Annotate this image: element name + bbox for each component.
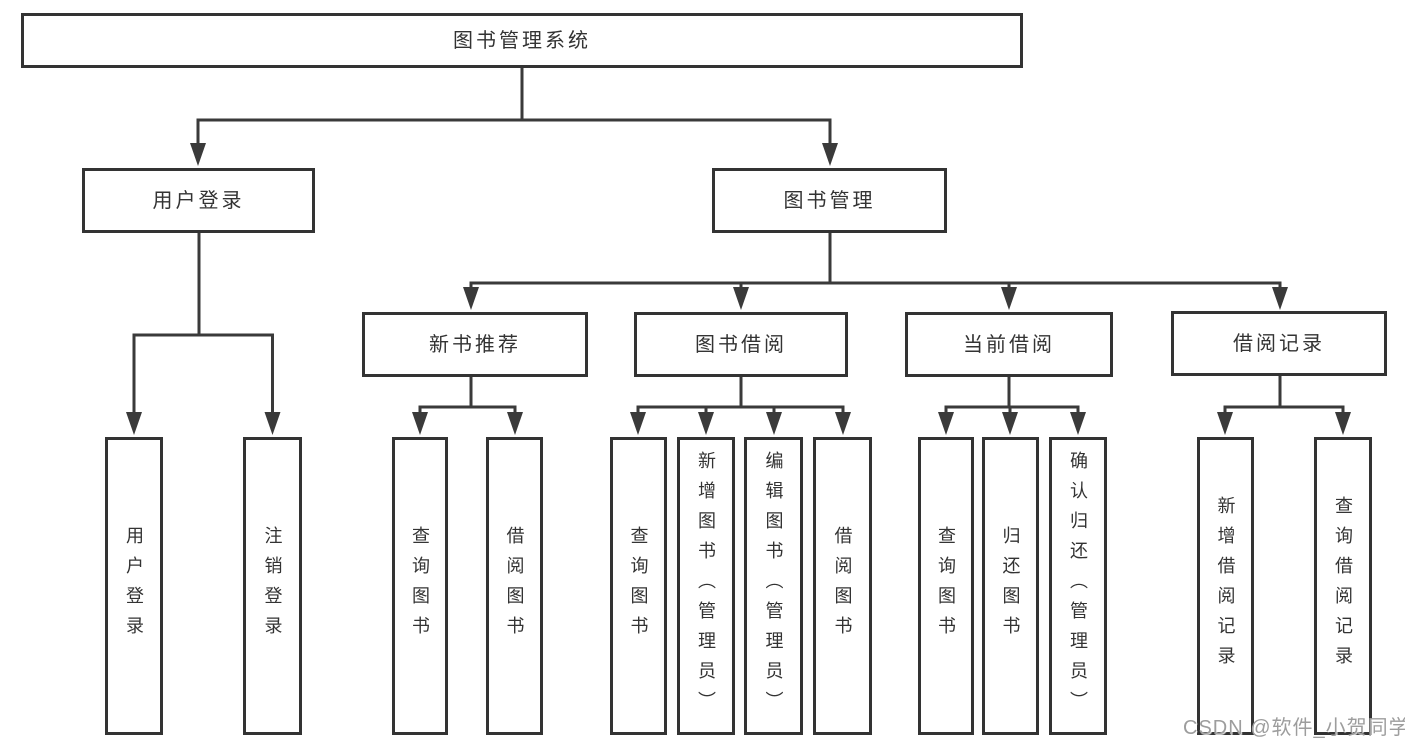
watermark: CSDN @软件_小贺同学 [1183, 717, 1405, 739]
node-label: 新增借阅记录 [1215, 496, 1236, 676]
leaf-user-login: 用户登录 [105, 437, 163, 735]
node-label: 归还图书 [1000, 526, 1021, 646]
node-label: 用户登录 [152, 189, 245, 212]
node-new-book-recommendation: 新书推荐 [362, 312, 588, 377]
leaf-return-books: 归还图书 [982, 437, 1039, 735]
leaf-edit-books-admin: 编辑图书（管理员） [744, 437, 803, 735]
node-label: 查询图书 [628, 526, 649, 646]
node-label: 注销登录 [262, 526, 283, 646]
leaf-query-books-current: 查询图书 [918, 437, 974, 735]
node-label: 图书管理 [783, 189, 876, 212]
node-label: 图书借阅 [695, 333, 787, 356]
node-label: 借阅记录 [1233, 332, 1325, 355]
leaf-add-books-admin: 新增图书（管理员） [677, 437, 735, 735]
node-label: 图书管理系统 [453, 29, 591, 52]
node-book-management: 图书管理 [712, 168, 947, 233]
node-current-borrowing: 当前借阅 [905, 312, 1113, 377]
node-library-system: 图书管理系统 [21, 13, 1023, 68]
node-book-borrowing: 图书借阅 [634, 312, 848, 377]
node-label: 查询图书 [410, 526, 430, 646]
node-label: 借阅图书 [832, 526, 853, 646]
leaf-confirm-return-admin: 确认归还（管理员） [1049, 437, 1107, 735]
node-label: 查询借阅记录 [1333, 496, 1353, 676]
leaf-query-books-recommend: 查询图书 [392, 437, 448, 735]
arrowhead-icons [126, 143, 1351, 435]
leaf-query-books-borrowing: 查询图书 [610, 437, 667, 735]
node-borrowing-records: 借阅记录 [1171, 311, 1387, 376]
leaf-borrow-books-borrowing: 借阅图书 [813, 437, 872, 735]
node-label: 用户登录 [124, 526, 144, 646]
leaf-logout: 注销登录 [243, 437, 302, 735]
node-label: 借阅图书 [504, 526, 525, 646]
leaf-query-borrow-record: 查询借阅记录 [1314, 437, 1372, 735]
node-label: 新书推荐 [429, 333, 521, 356]
node-label: 编辑图书（管理员） [763, 451, 784, 721]
node-label: 新增图书（管理员） [696, 451, 716, 721]
node-user-login: 用户登录 [82, 168, 315, 233]
leaf-borrow-books-recommend: 借阅图书 [486, 437, 543, 735]
node-label: 当前借阅 [963, 333, 1055, 356]
node-label: 确认归还（管理员） [1068, 451, 1088, 721]
leaf-add-borrow-record: 新增借阅记录 [1197, 437, 1254, 735]
node-label: 查询图书 [936, 526, 956, 646]
